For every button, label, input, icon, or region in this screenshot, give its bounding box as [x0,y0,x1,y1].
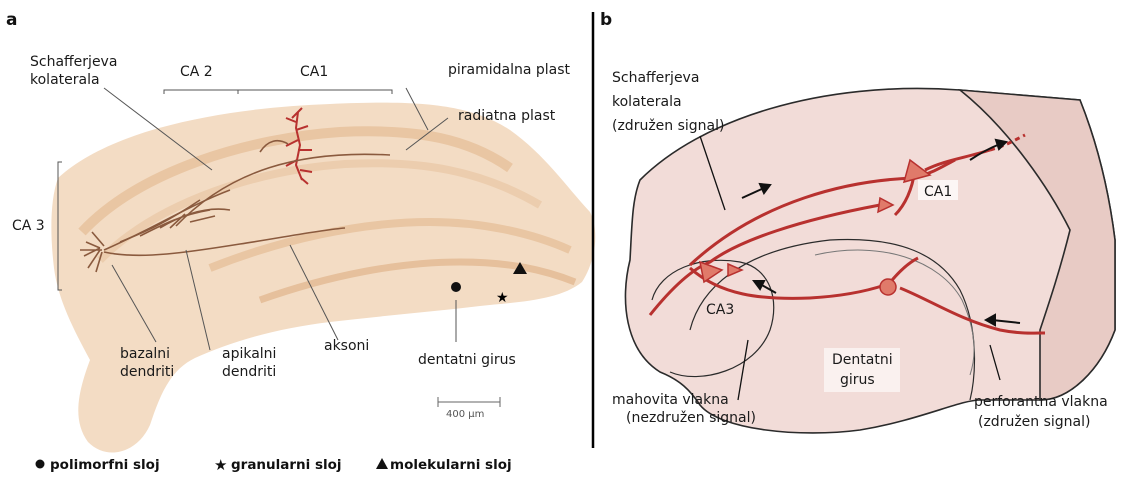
label-b-mahovita-line1: mahovita vlakna [612,392,729,408]
label-b-mahovita-line2: (nezdružen signal) [626,410,756,426]
legend-triangle-icon [376,458,388,469]
label-ca2: CA 2 [180,64,213,80]
label-piramidalna: piramidalna plast [448,62,571,78]
panel-b-letter: b [600,10,612,30]
label-b-ca1: CA1 [924,184,952,200]
granular-marker: ★ [496,290,509,306]
legend-star-icon: ★ [214,456,227,474]
scale-label: 400 µm [446,409,484,420]
polymorphic-marker [451,282,461,292]
panel-a: a [6,10,595,453]
label-bazalni-line1: bazalni [120,346,170,362]
label-b-schaffer-line3: (združen signal) [612,118,725,134]
label-b-schaffer-line2: kolaterala [612,94,682,110]
legend-circle-icon [36,460,45,469]
label-ca1: CA1 [300,64,328,80]
label-apikalni-line2: dendriti [222,364,276,380]
label-b-dentatni-line2: girus [840,372,875,388]
label-aksoni: aksoni [324,338,369,354]
label-schaffer-line2: kolaterala [30,72,100,88]
label-b-ca3: CA3 [706,302,734,318]
scale-bar: 400 µm [438,397,500,420]
panel-a-letter: a [6,10,17,30]
legend-polimorfni: polimorfni sloj [50,457,160,473]
label-schaffer-line1: Schafferjeva [30,54,117,70]
legend-granularni: granularni sloj [231,457,342,473]
label-b-perforantna-line2: (združen signal) [978,414,1091,430]
label-bazalni-line2: dendriti [120,364,174,380]
legend: polimorfni sloj ★ granularni sloj moleku… [36,456,512,474]
panel-b: b [600,10,1115,433]
label-dentatni: dentatni girus [418,352,516,368]
label-apikalni-line1: apikalni [222,346,276,362]
label-radiatna: radiatna plast [458,108,556,124]
label-ca3: CA 3 [12,218,45,234]
label-b-perforantna-line1: perforantna vlakna [974,394,1108,410]
label-b-dentatni-line1: Dentatni [832,352,893,368]
legend-molekularni: molekularni sloj [390,457,512,473]
granule-cell [880,279,896,295]
label-b-schaffer-line1: Schafferjeva [612,70,699,86]
